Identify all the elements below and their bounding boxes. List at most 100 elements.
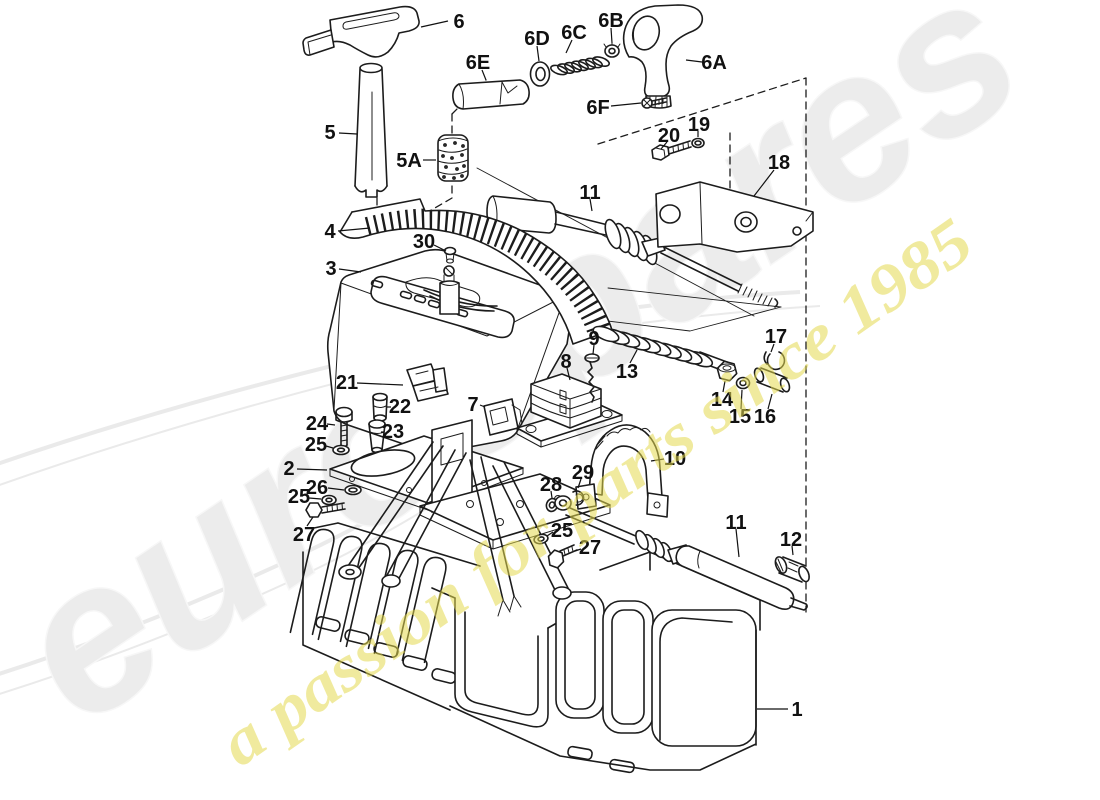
part-6e-sleeve (452, 79, 530, 110)
leader-line-6A-7 (685, 59, 703, 63)
part-4-gate-band (339, 198, 613, 345)
leader-line-6E-3 (481, 69, 487, 81)
part-label-4-13: 4 (324, 221, 336, 243)
leader-line-6B-6 (610, 27, 613, 44)
part-label-13-27: 13 (616, 361, 638, 383)
leader-line-2-21 (296, 468, 328, 471)
part-13-spring (592, 325, 730, 372)
part-25-washer-a (332, 444, 350, 456)
part-26-washer (344, 484, 362, 496)
part-7-switch (483, 398, 523, 436)
part-label-3-15: 3 (325, 258, 336, 280)
part-29-clip (572, 490, 585, 506)
part-5-boot (354, 62, 388, 198)
part-label-12-39: 12 (780, 529, 802, 551)
part-label-6D-4: 6D (524, 28, 550, 50)
part-label-15-30: 15 (729, 406, 751, 428)
leader-line-6C-5 (565, 39, 573, 54)
part-22-pin (372, 392, 388, 422)
part-20-bolt (651, 140, 692, 161)
part-label-6E-3: 6E (466, 52, 490, 74)
parts-drawing (289, 4, 814, 774)
leader-line-30-14 (433, 244, 447, 252)
part-5a-insert (437, 134, 469, 182)
part-label-6C-5: 6C (561, 22, 587, 44)
leader-line-6D-4 (536, 45, 540, 62)
part-label-16-31: 16 (754, 406, 776, 428)
leader-line-11-38 (735, 528, 740, 558)
part-11-cable-lower (554, 495, 808, 611)
part-label-27-37: 27 (579, 537, 601, 559)
leader-line-12-39 (791, 545, 794, 556)
part-14-nut (716, 360, 738, 382)
leader-line-6F-8 (610, 102, 642, 107)
part-label-6-0: 6 (453, 11, 464, 33)
part-label-22-17: 22 (389, 396, 411, 418)
leader-line-20-9 (660, 141, 668, 150)
part-label-8-26: 8 (560, 351, 571, 373)
leader-line-15-30 (740, 389, 743, 410)
part-label-7-35: 7 (467, 394, 478, 416)
part-27-bolt-b (547, 544, 578, 569)
leader-line-9-25 (592, 344, 595, 355)
part-6b-nut (603, 41, 621, 58)
part-label-6B-6: 6B (598, 10, 624, 32)
leader-line-6-0 (420, 20, 449, 28)
part-15-washer (735, 376, 751, 390)
leader-line-11-12 (589, 198, 593, 212)
part-label-10-32: 10 (664, 448, 686, 470)
part-label-5-1: 5 (324, 122, 335, 144)
leader-line-13-27 (629, 349, 638, 364)
part-label-28-34: 28 (540, 474, 562, 496)
leader-line-3-15 (338, 268, 362, 273)
leader-line-25-20 (325, 445, 334, 449)
part-25-washer-c (533, 533, 549, 545)
leader-line-18-11 (753, 169, 775, 197)
part-label-29-33: 29 (572, 462, 594, 484)
leader-line-5-1 (338, 132, 358, 135)
leader-line-29-33 (577, 478, 582, 489)
part-label-6F-8: 6F (586, 97, 609, 119)
leader-line-25-23 (308, 497, 322, 500)
part-6c-spring (550, 56, 610, 76)
part-label-25-23: 25 (288, 486, 310, 508)
part-11-cable-upper (486, 195, 779, 308)
part-10-bracket (575, 424, 669, 518)
part-label-5A-2: 5A (396, 150, 422, 172)
part-label-18-11: 18 (768, 152, 790, 174)
leader-line-24-18 (326, 423, 336, 426)
part-6d-ring (529, 61, 551, 87)
part-17-clip (763, 351, 786, 371)
leader-line-16-31 (767, 393, 773, 410)
leader-line-25-36 (546, 531, 554, 537)
part-label-27-24: 27 (293, 524, 315, 546)
part-8-switch-assembly (516, 373, 623, 448)
part-label-26-22: 26 (306, 477, 328, 499)
part-label-9-25: 9 (588, 328, 599, 350)
part-6f-screw (641, 97, 667, 109)
part-19-washer (691, 137, 705, 149)
part-label-17-28: 17 (765, 326, 787, 348)
part-label-24-18: 24 (306, 413, 329, 435)
part-label-23-19: 23 (382, 421, 404, 443)
part-12-cap (774, 556, 810, 583)
leader-line-28-34 (550, 490, 553, 499)
part-label-30-14: 30 (413, 231, 435, 253)
part-label-2-21: 2 (283, 458, 294, 480)
part-label-21-16: 21 (336, 372, 358, 394)
part-label-25-20: 25 (305, 434, 327, 456)
part-label-20-9: 20 (658, 125, 680, 147)
part-18-bracket (655, 181, 814, 253)
part-25-washer-b (321, 494, 337, 506)
leader-line-26-22 (327, 487, 345, 491)
leader-line-10-32 (650, 458, 665, 462)
leader-line-4-13 (337, 227, 371, 232)
leader-line-7-35 (479, 404, 486, 408)
leader-line-27-24 (306, 516, 314, 527)
leader-line-21-16 (356, 382, 404, 386)
part-21-clamp (406, 363, 449, 402)
leader-line-17-28 (770, 343, 775, 353)
part-label-14-29: 14 (711, 389, 734, 411)
part-9-screw (584, 353, 600, 403)
